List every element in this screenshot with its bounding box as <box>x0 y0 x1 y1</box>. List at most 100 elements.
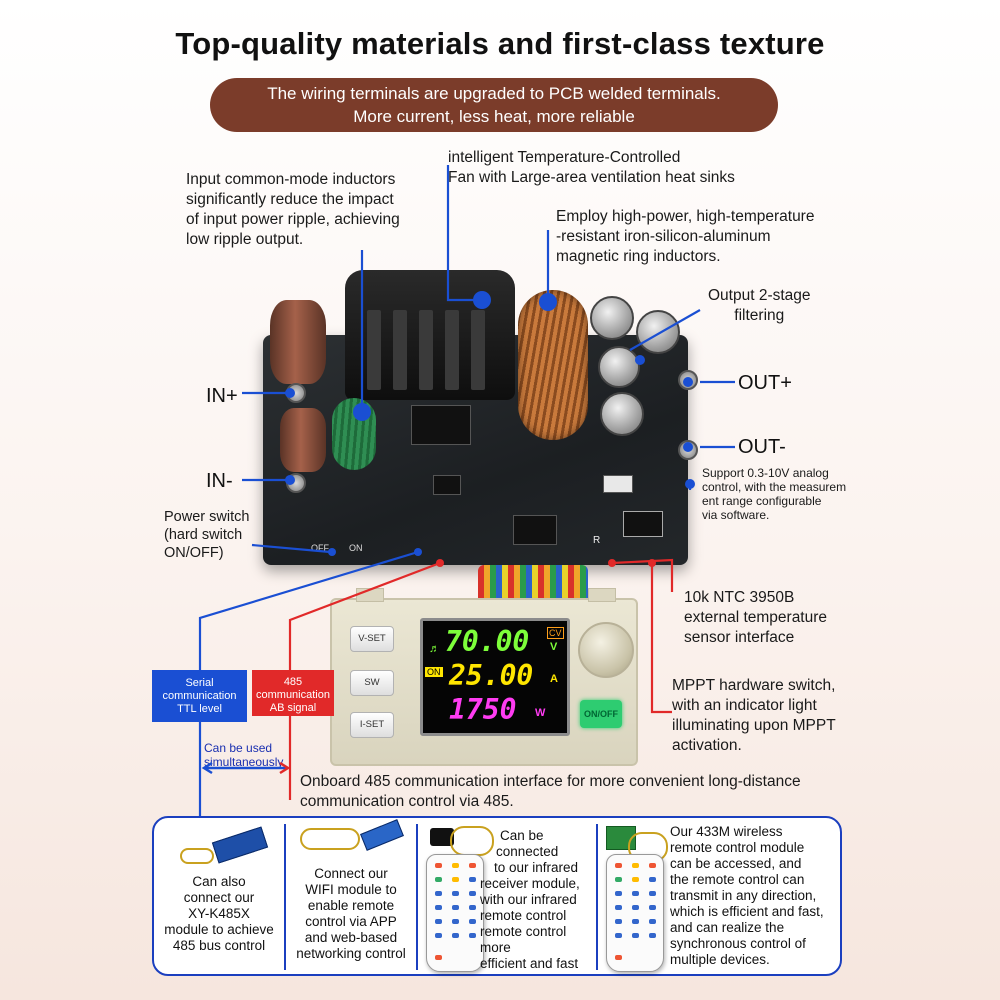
rs485-tag-line: communication <box>256 689 330 701</box>
output-capacitor <box>636 310 680 354</box>
fan-leader <box>446 165 480 302</box>
rf-remote-image <box>606 854 664 972</box>
current-readout: 25.00 <box>449 659 534 692</box>
ntc-leader <box>611 558 674 592</box>
current-unit: A <box>550 673 558 685</box>
module-4-line: transmit in any direction, <box>670 888 817 903</box>
module-3-line: receiver module, <box>480 876 580 891</box>
banner-line-1: The wiring terminals are upgraded to PCB… <box>267 84 721 103</box>
inductor-line: low ripple output. <box>186 231 304 248</box>
terminal-banner: The wiring terminals are upgraded to PCB… <box>210 78 778 132</box>
module-3-line: remote control more <box>480 924 567 955</box>
module-3-line: connected <box>496 844 559 859</box>
mppt-line: MPPT hardware switch, <box>672 677 836 694</box>
ntc-line: sensor interface <box>684 629 795 646</box>
output-capacitor <box>600 392 644 436</box>
xy-k485x-module-image <box>211 826 269 864</box>
rs485-tag-line: AB signal <box>269 702 317 714</box>
ntc-callout: 10k NTC 3950B external temperature senso… <box>684 588 827 648</box>
mppt-line: illuminating upon MPPT <box>672 717 836 734</box>
rs485-tag: 485 communication AB signal <box>252 670 334 716</box>
module-4-text: Our 433M wireless remote control module … <box>670 824 842 968</box>
inductor-line: Input common-mode inductors <box>186 171 396 188</box>
switch-label-on: ON <box>349 543 363 553</box>
magnetic-ring-inductor <box>518 290 588 440</box>
module-2-line: Connect our <box>314 866 388 881</box>
module-1-line: 485 bus control <box>172 938 266 953</box>
ic-chip <box>433 475 461 495</box>
mppt-leader <box>650 563 672 714</box>
power-switch-line: (hard switch <box>164 527 243 543</box>
on-off-button[interactable]: ON/OFF <box>580 700 622 728</box>
power-unit: W <box>535 707 546 719</box>
module-2-line: control via APP <box>305 914 397 929</box>
module-wires <box>300 828 360 850</box>
serial-tag-line: TTL level <box>177 703 222 715</box>
analog-line: ent range configurable <box>702 494 822 508</box>
cooling-fan <box>345 270 515 400</box>
module-3-line: efficient and fast <box>480 956 579 971</box>
serial-tag-line: communication <box>162 690 237 702</box>
out-minus-label: OUT- <box>738 436 786 458</box>
analog-line: control, with the measurem <box>702 480 847 494</box>
module-1-line: connect our <box>183 890 255 905</box>
mppt-line: with an indicator light <box>672 697 817 714</box>
module-3-line: Can be <box>500 828 544 843</box>
inductor-line: of input power ripple, achieving <box>186 211 400 228</box>
module-2-line: networking control <box>296 946 406 961</box>
sound-icon: ♬ <box>429 643 440 655</box>
power-switch-leader <box>251 543 331 554</box>
serial-tag-line: Serial <box>185 677 214 689</box>
display-controller: V-SET SW I-SET ♬ 70.00 CV V ON 25.00 A 1… <box>330 588 638 766</box>
rs485-leader <box>288 561 441 670</box>
module-4-line: Our 433M wireless <box>670 824 783 839</box>
module-3-text: Can be connected to our infrared receive… <box>480 828 594 972</box>
output-capacitor <box>590 296 634 340</box>
onboard-485-line: Onboard 485 communication interface for … <box>300 773 801 790</box>
output-capacitor <box>598 346 640 388</box>
fan-line: Fan with Large-area ventilation heat sin… <box>448 169 735 186</box>
modules-panel: Can also connect our XY-K485X module to … <box>152 816 842 976</box>
input-capacitor <box>270 300 326 384</box>
module-4-line: multiple devices. <box>670 952 770 967</box>
module-2-text: Connect our WIFI module to enable remote… <box>286 866 416 962</box>
adjust-knob[interactable] <box>578 622 634 678</box>
magnetic-line: magnetic ring inductors. <box>556 248 721 265</box>
in-minus-label: IN- <box>206 470 233 492</box>
mppt-callout: MPPT hardware switch, with an indicator … <box>672 676 836 756</box>
onboard-485-line: communication control via 485. <box>300 793 514 810</box>
mcu-chip <box>513 515 557 545</box>
onboard-485-callout: Onboard 485 communication interface for … <box>300 772 801 812</box>
cv-badge: CV <box>547 627 564 639</box>
module-1-line: XY-K485X <box>188 906 250 921</box>
wifi-module-image <box>360 819 404 851</box>
i-set-button[interactable]: I-SET <box>350 712 394 738</box>
module-1-line: Can also <box>192 874 246 889</box>
module-2-line: WIFI module to <box>305 882 397 897</box>
v-set-button[interactable]: V-SET <box>350 626 394 652</box>
on-badge: ON <box>425 667 443 677</box>
magnetic-line: Employ high-power, high-temperature <box>556 208 815 225</box>
ntc-line: 10k NTC 3950B <box>684 589 795 606</box>
in-plus-label: IN+ <box>206 385 238 407</box>
lcd-screen: ♬ 70.00 CV V ON 25.00 A 1750 W <box>420 618 570 736</box>
analog-line: via software. <box>702 508 770 522</box>
filter-leader <box>629 309 701 351</box>
input-capacitor <box>280 408 326 472</box>
module-4-line: remote control module <box>670 840 805 855</box>
power-switch-line: Power switch <box>164 509 250 525</box>
module-2-line: enable remote <box>307 898 395 913</box>
connector <box>603 475 633 493</box>
module-2-line: and web-based <box>304 930 398 945</box>
module-3-line: with our infrared <box>480 892 577 907</box>
sw-button[interactable]: SW <box>350 670 394 696</box>
inductor-callout: Input common-mode inductors significantl… <box>186 170 400 250</box>
analog-callout: Support 0.3-10V analog control, with the… <box>702 466 846 522</box>
module-3-line: to our infrared <box>494 860 579 875</box>
simultaneous-line: Can be used <box>204 741 273 755</box>
voltage-readout: 70.00 <box>445 625 530 658</box>
module-wires <box>180 848 214 864</box>
analog-line: Support 0.3-10V analog <box>702 466 829 480</box>
magnetic-callout: Employ high-power, high-temperature -res… <box>556 207 814 267</box>
ntc-line: external temperature <box>684 609 828 626</box>
